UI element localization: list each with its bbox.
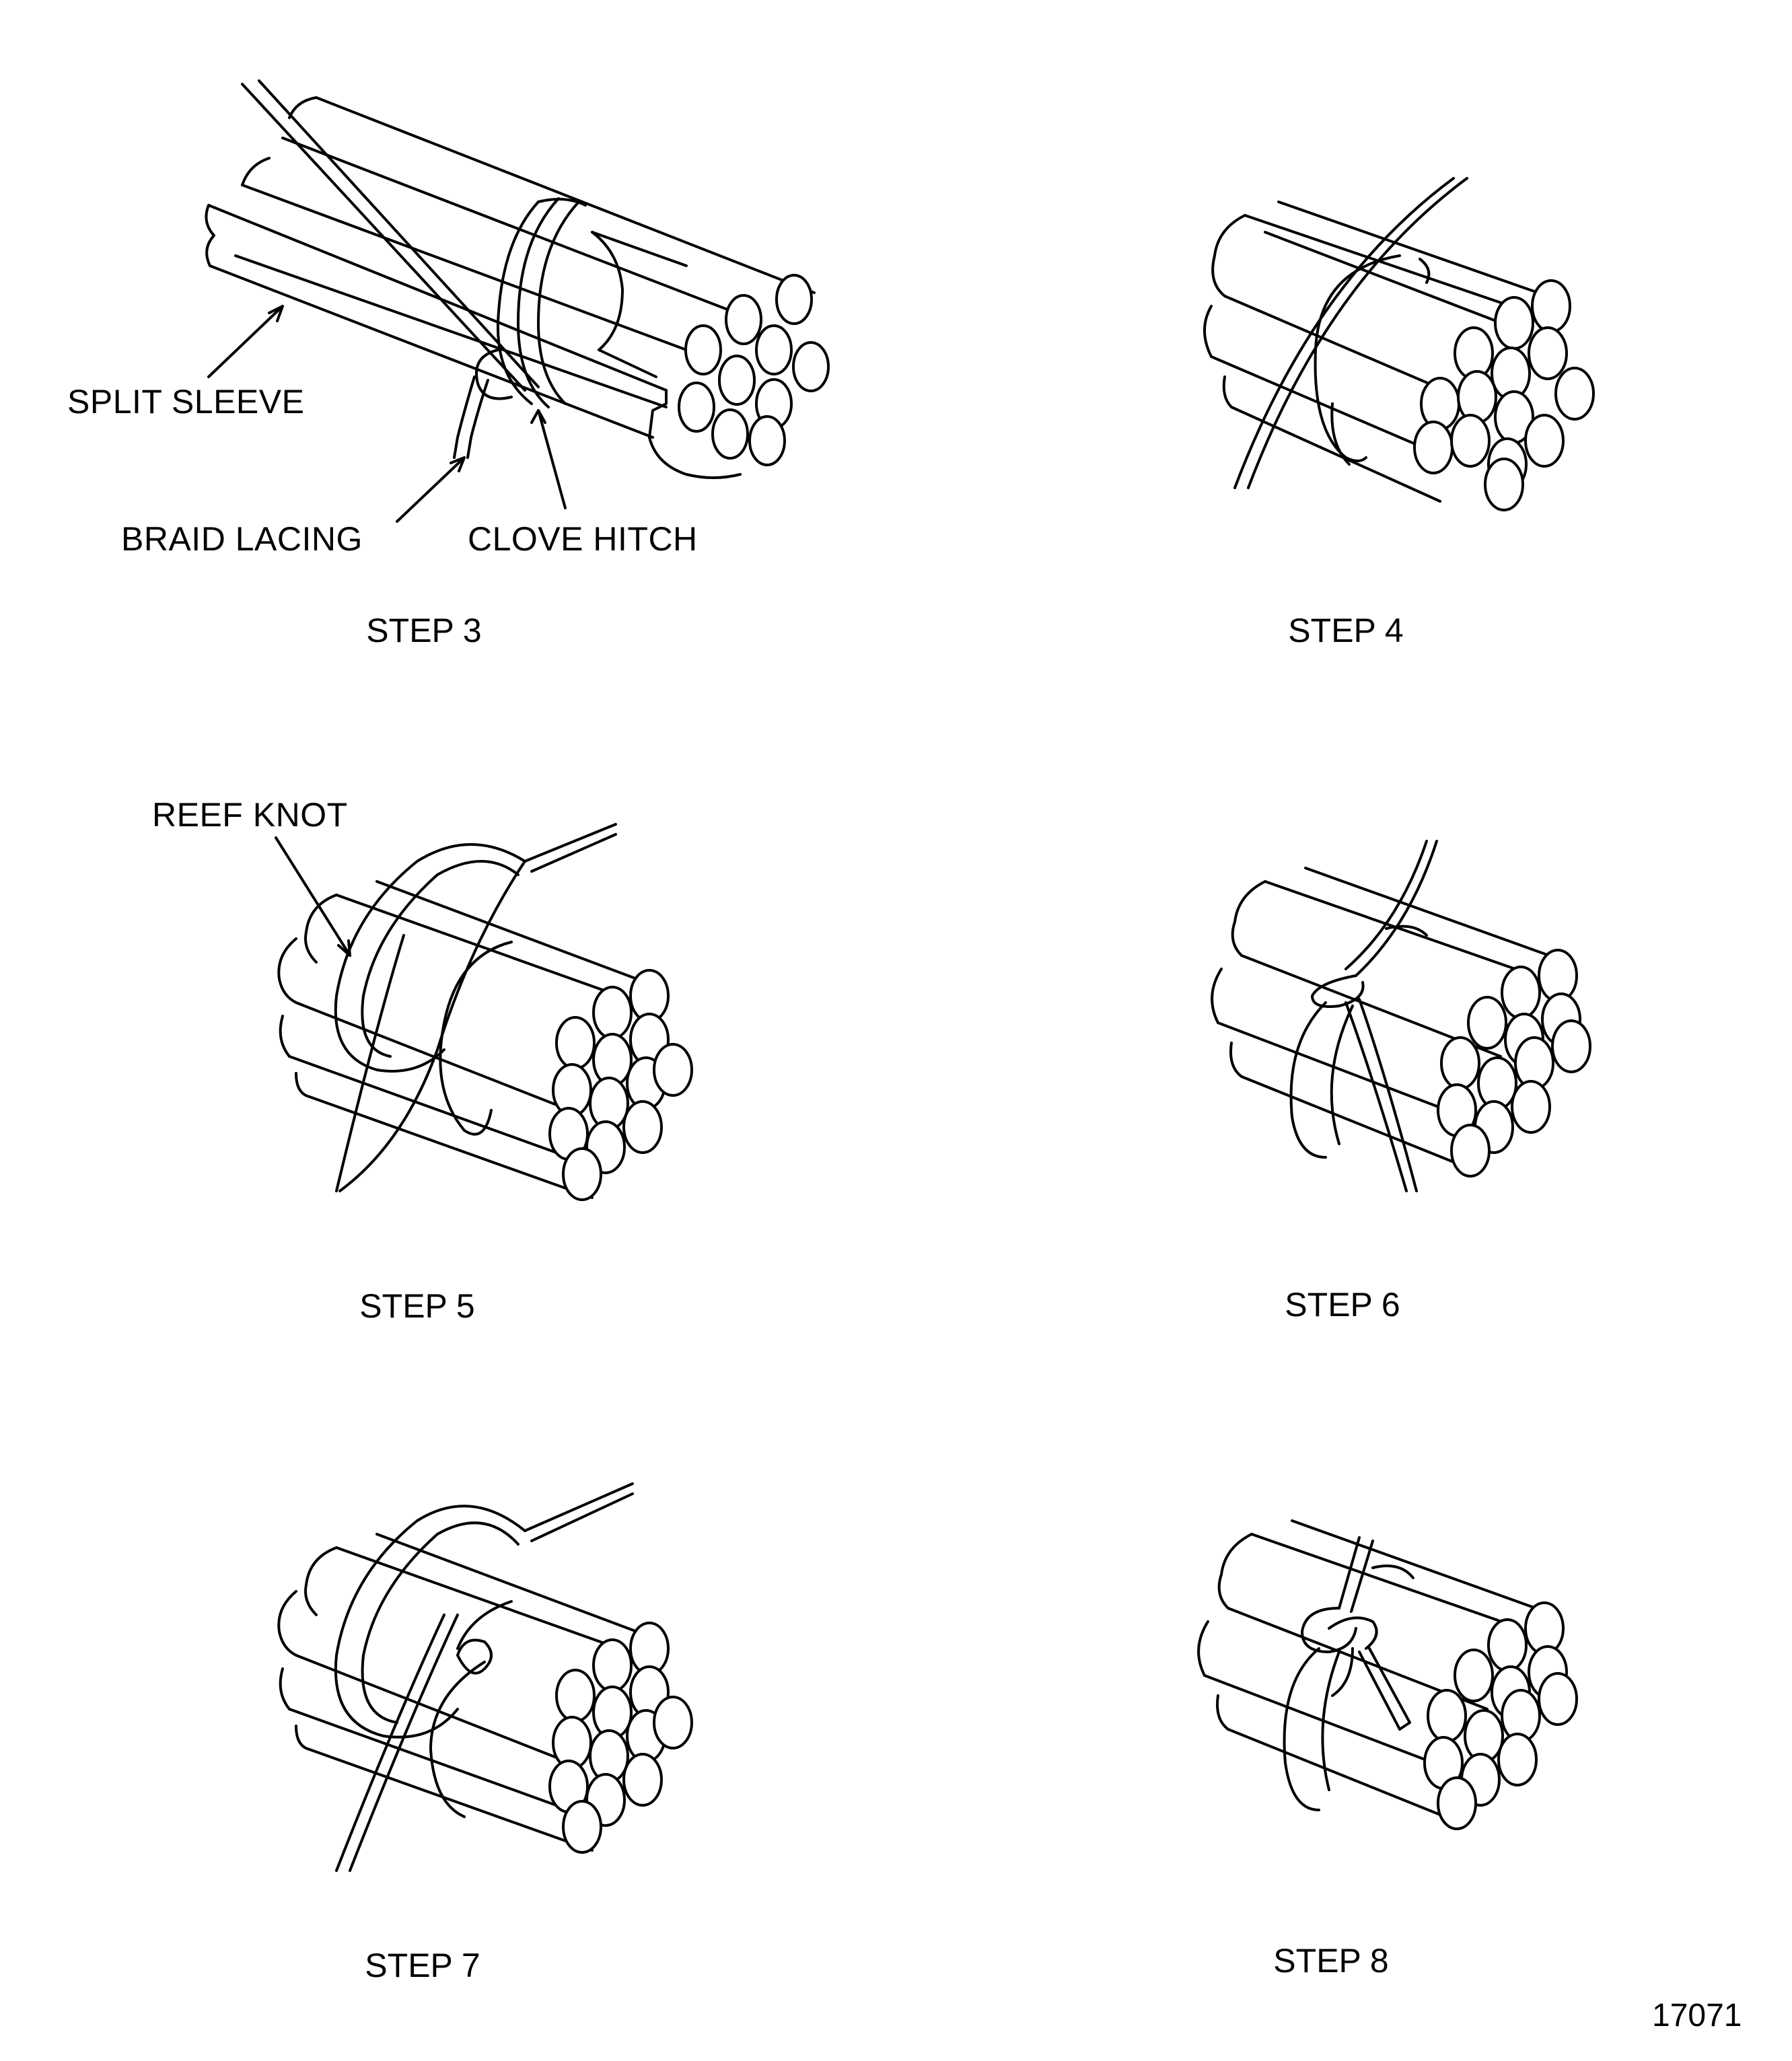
step-8-caption: STEP 8: [1273, 1942, 1389, 1980]
reef-knot-label: REEF KNOT: [152, 796, 348, 834]
step-6-illustration: [1211, 840, 1591, 1192]
split-sleeve-label: SPLIT SLEEVE: [67, 383, 305, 421]
reef-knot-forming-icon: [334, 1482, 634, 1872]
braid-lacing-icon: [241, 79, 540, 459]
finished-reef-knot-icon: [1283, 1536, 1414, 1811]
figure-number: 17071: [1652, 1998, 1742, 2033]
step-5-caption: STEP 5: [359, 1287, 475, 1325]
reef-knot-icon: [1289, 840, 1438, 1192]
step-4-illustration: [1203, 177, 1595, 511]
clove-hitch-label: CLOVE HITCH: [468, 520, 698, 558]
step-5-illustration: [275, 823, 693, 1201]
lacing-wrap-icon: [1233, 177, 1468, 489]
step-3-caption: STEP 3: [366, 612, 482, 649]
step-6-caption: STEP 6: [1285, 1286, 1400, 1324]
step-4-caption: STEP 4: [1288, 612, 1404, 649]
step-8-illustration: [1197, 1519, 1578, 1830]
split-sleeve-icon: [205, 204, 742, 479]
clove-hitch-icon: [475, 197, 587, 408]
step-7-caption: STEP 7: [365, 1947, 480, 1984]
step-7-illustration: [277, 1482, 693, 1872]
braid-lacing-label: BRAID LACING: [121, 520, 363, 558]
reef-knot-loop-icon: [334, 823, 617, 1192]
step-3-illustration: [205, 79, 830, 523]
